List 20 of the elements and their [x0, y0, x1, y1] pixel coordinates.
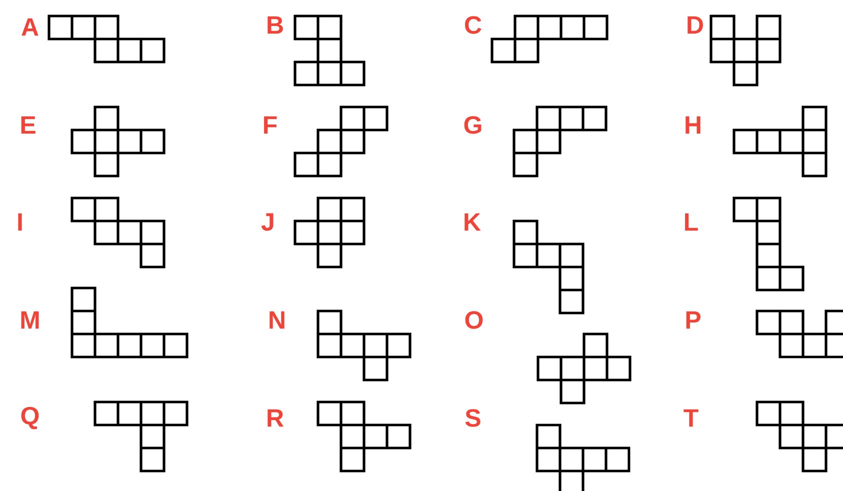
letter-label: K [464, 213, 481, 231]
letter-label: L [685, 213, 698, 231]
letter-label: Q [21, 406, 39, 430]
letter-label: T [684, 409, 698, 427]
letter-label: N [270, 311, 284, 329]
letter-label: E [21, 116, 36, 134]
letter-label: R [268, 409, 284, 427]
letter-label: P [686, 311, 700, 329]
letter-label: O [465, 311, 483, 329]
letter-label: I [18, 213, 22, 231]
letter-label: S [465, 409, 480, 427]
letter-label: M [21, 311, 39, 329]
letter-label: C [465, 16, 482, 34]
letter-label: F [264, 116, 277, 134]
letter-label: A [22, 18, 38, 36]
letter-label: J [261, 213, 274, 231]
letter-label: G [464, 116, 482, 134]
letter-label: D [688, 16, 703, 34]
letter-label: B [268, 16, 283, 34]
letter-label: H [686, 116, 700, 134]
